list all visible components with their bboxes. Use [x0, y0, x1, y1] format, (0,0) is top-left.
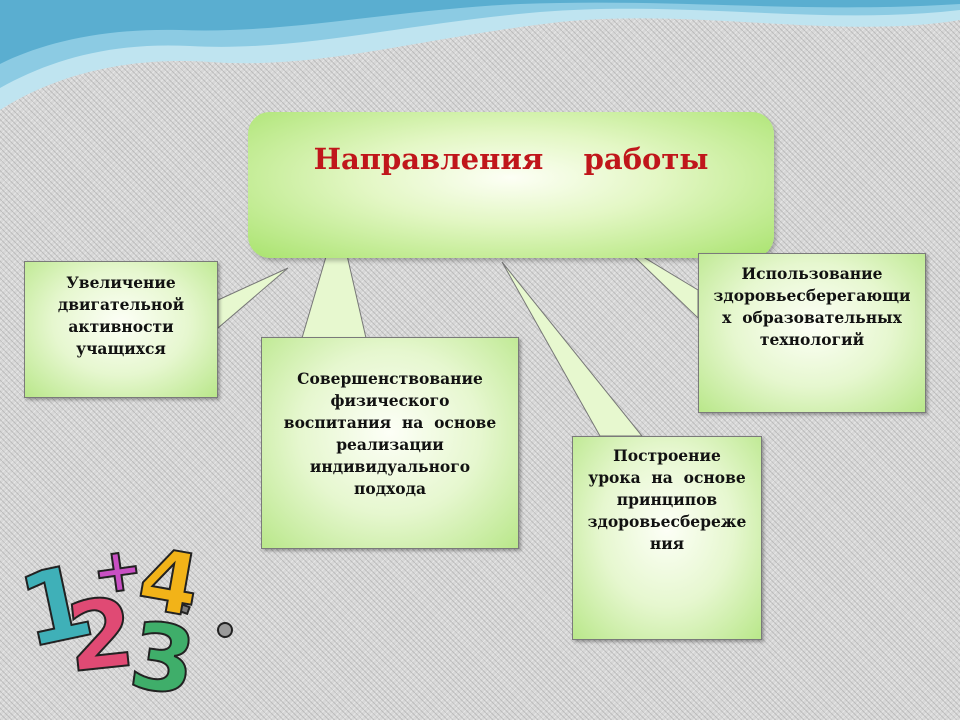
numbers-clipart: + - 1 4 2 3: [20, 530, 233, 700]
clipart-digit-2: 2: [62, 578, 139, 694]
box-line: Построение: [613, 446, 721, 465]
clipart-plus: +: [88, 533, 148, 609]
title-text: Направления работы: [313, 142, 709, 176]
box-line: урока на основе: [588, 468, 746, 487]
box-line: физического: [330, 391, 450, 410]
box-line: индивидуального: [309, 457, 471, 476]
box-line: принципов: [616, 490, 718, 509]
box-line: х образовательных: [722, 308, 902, 327]
callout-arrow-1: [217, 267, 289, 330]
title-box: Направления работы: [248, 112, 774, 258]
box-line: Использование: [741, 264, 883, 283]
box-line: здоровьесбереже: [587, 512, 747, 531]
direction-box-health-technologies: Использование здоровьесберегающи х образ…: [698, 253, 926, 413]
direction-box-motor-activity: Увеличение двигательной активности учащи…: [24, 261, 218, 398]
callout-arrow-3: [501, 261, 644, 437]
clipart-digit-3: 3: [124, 602, 202, 700]
wave-decoration: [0, 0, 960, 110]
box-line: Совершенствование: [297, 369, 483, 388]
clipart-dot: [217, 622, 233, 638]
box-line: учащихся: [76, 339, 166, 358]
box-line: ния: [649, 534, 685, 553]
box-line: подхода: [354, 479, 426, 498]
direction-box-physical-education: Совершенствование физического воспитания…: [261, 337, 519, 549]
direction-box-lesson-building: Построение урока на основе принципов здо…: [572, 436, 762, 640]
box-line: Увеличение: [66, 273, 176, 292]
box-line: технологий: [759, 330, 865, 349]
box-line: двигательной: [57, 295, 185, 314]
box-line: здоровьесберегающи: [713, 286, 911, 305]
box-line: реализации: [336, 435, 444, 454]
box-line: активности: [68, 317, 174, 336]
box-line: воспитания на основе: [283, 413, 497, 432]
